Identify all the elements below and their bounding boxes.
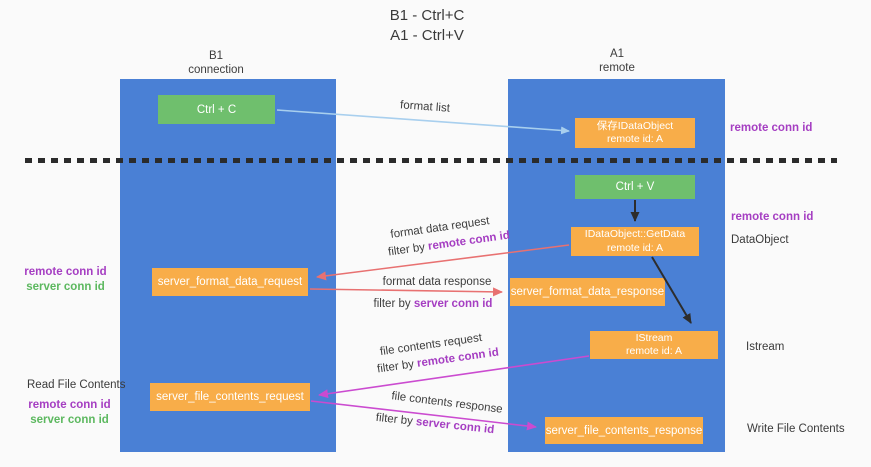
getdata-node: IDataObject::GetData remote id: A [571, 227, 699, 256]
format-list-label: format list [400, 99, 451, 114]
server-format-data-request-label: server_format_data_request [157, 276, 303, 288]
copy-paste-separator-line [25, 158, 837, 163]
write-file-contents-annotation: Write File Contents [747, 423, 845, 435]
remote-conn-id-annotation-mid: remote conn id [731, 211, 814, 223]
ctrl-v-label: Ctrl + V [615, 181, 655, 193]
conn-id-annotation-left-top: remote conn id server conn id [18, 265, 113, 295]
filter-by-text: filter by [373, 298, 411, 310]
remote-conn-id-annotation-left: remote conn id [24, 266, 107, 278]
left-column-subtitle: connection [188, 63, 244, 76]
save-dataobject-line2: remote id: A [606, 133, 664, 145]
arrow-format-data-response [309, 287, 503, 297]
title-line-2: A1 - Ctrl+V [390, 27, 464, 44]
server-conn-id-text: server conn id [413, 298, 493, 310]
getdata-line2: remote id: A [606, 241, 664, 254]
left-column-name: B1 [208, 50, 224, 62]
dataobject-annotation: DataObject [731, 234, 789, 246]
read-file-contents-annotation: Read File Contents [27, 379, 126, 391]
server-format-data-response-node: server_format_data_response [510, 278, 665, 306]
file-contents-response-label: file contents response [391, 390, 504, 416]
istream-node: IStream remote id: A [590, 331, 718, 359]
remote-conn-id-annotation-top: remote conn id [730, 122, 813, 134]
format-list-text: format list [399, 99, 451, 115]
save-dataobject-node: 保存IDataObject remote id: A [575, 118, 695, 148]
filter-by-text: filter by [375, 411, 414, 428]
server-format-data-response-label: server_format_data_response [510, 286, 665, 298]
ctrl-v-node: Ctrl + V [575, 175, 695, 199]
ctrl-c-node: Ctrl + C [158, 95, 275, 124]
getdata-line1: IDataObject::GetData [584, 228, 686, 240]
server-file-contents-response-node: server_file_contents_response [545, 417, 703, 444]
left-column-header: B1 connection [156, 50, 276, 77]
filter-by-text: filter by [376, 358, 415, 376]
istream-line1: IStream [635, 331, 673, 344]
conn-id-annotation-left-bottom: remote conn id server conn id [22, 398, 117, 428]
server-file-contents-response-label: server_file_contents_response [545, 424, 703, 437]
server-conn-id-annotation-left2: server conn id [30, 414, 109, 426]
server-file-contents-request-node: server_file_contents_request [150, 383, 310, 411]
server-conn-id-annotation-left: server conn id [26, 281, 105, 293]
server-file-contents-request-label: server_file_contents_request [156, 391, 304, 403]
right-column-header: A1 remote [557, 48, 677, 75]
title-line-1: B1 - Ctrl+C [389, 7, 465, 24]
server-format-data-request-node: server_format_data_request [152, 268, 308, 296]
right-column-subtitle: remote [599, 61, 635, 74]
format-data-response-label: format data response [383, 276, 492, 288]
right-column-name: A1 [609, 48, 625, 60]
istream-line2: remote id: A [625, 345, 683, 357]
filter-by-server-conn-id-label-1: filter by server conn id [374, 298, 493, 310]
file-contents-response-text: file contents response [390, 390, 504, 416]
filter-by-text: filter by [387, 241, 426, 259]
remote-conn-id-annotation-left2: remote conn id [28, 399, 111, 411]
format-data-response-text: format data response [382, 276, 492, 288]
filter-by-server-conn-id-label-2: filter by server conn id [375, 412, 495, 436]
diagram-title: B1 - Ctrl+C A1 - Ctrl+V [327, 6, 527, 46]
server-conn-id-text: server conn id [415, 416, 495, 437]
save-dataobject-line1: 保存IDataObject [596, 119, 674, 132]
ctrl-c-label: Ctrl + C [196, 103, 237, 116]
istream-annotation: Istream [746, 341, 785, 353]
